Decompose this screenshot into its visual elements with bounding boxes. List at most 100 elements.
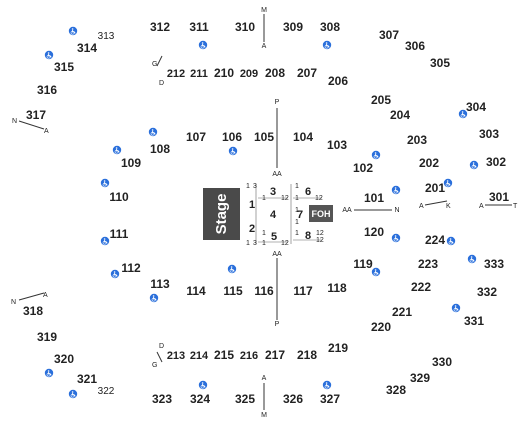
row-label: 1 — [295, 230, 299, 237]
wheelchair-icon — [446, 236, 456, 246]
section-331[interactable]: 331 — [464, 314, 484, 328]
section-303[interactable]: 303 — [479, 127, 499, 141]
floor-section[interactable]: 8 — [305, 230, 311, 242]
section-301[interactable]: 301 — [489, 190, 509, 204]
section-223[interactable]: 223 — [418, 257, 438, 271]
section-310[interactable]: 310 — [235, 20, 255, 34]
section-319[interactable]: 319 — [37, 330, 57, 344]
section-330[interactable]: 330 — [432, 355, 452, 369]
section-329[interactable]: 329 — [410, 371, 430, 385]
section-318[interactable]: 318 — [23, 304, 43, 318]
section-326[interactable]: 326 — [283, 392, 303, 406]
floor-section[interactable]: 1 — [249, 199, 255, 211]
section-101[interactable]: 101 — [364, 191, 384, 205]
section-111[interactable]: 111 — [110, 227, 129, 241]
section-108[interactable]: 108 — [150, 142, 170, 156]
section-119[interactable]: 119 — [353, 257, 373, 271]
wheelchair-icon — [198, 40, 208, 50]
section-107[interactable]: 107 — [186, 130, 206, 144]
section-104[interactable]: 104 — [293, 130, 313, 144]
section-312[interactable]: 312 — [150, 20, 170, 34]
section-208[interactable]: 208 — [265, 66, 285, 80]
section-215[interactable]: 215 — [214, 348, 234, 362]
wheelchair-icon — [371, 150, 381, 160]
section-203[interactable]: 203 — [407, 133, 427, 147]
section-305[interactable]: 305 — [430, 56, 450, 70]
section-216[interactable]: 216 — [240, 350, 258, 362]
aisle-t-301: T — [513, 203, 518, 210]
section-106[interactable]: 106 — [222, 130, 242, 144]
section-210[interactable]: 210 — [214, 66, 234, 80]
section-302[interactable]: 302 — [486, 155, 506, 169]
foh-label: FOH — [312, 209, 331, 219]
floor-section[interactable]: 4 — [270, 209, 277, 221]
section-209[interactable]: 209 — [240, 68, 258, 80]
section-113[interactable]: 113 — [150, 277, 170, 291]
section-222[interactable]: 222 — [411, 280, 431, 294]
floor-section[interactable]: 3 — [270, 186, 276, 198]
floor-section[interactable]: 7 — [297, 209, 303, 221]
section-204[interactable]: 204 — [390, 108, 410, 122]
section-206[interactable]: 206 — [328, 74, 348, 88]
row-label: 1 — [246, 240, 250, 247]
section-217[interactable]: 217 — [265, 348, 285, 362]
aisle-g-left-top: G — [152, 61, 157, 68]
section-110[interactable]: 110 — [109, 190, 129, 204]
section-105[interactable]: 105 — [254, 130, 274, 144]
section-218[interactable]: 218 — [297, 348, 317, 362]
section-115[interactable]: 115 — [223, 284, 243, 298]
section-109[interactable]: 109 — [121, 156, 141, 170]
section-333[interactable]: 333 — [484, 257, 504, 271]
section-214[interactable]: 214 — [190, 350, 209, 362]
wheelchair-icon — [227, 264, 237, 274]
aisle-k-201: K — [446, 203, 451, 210]
section-323[interactable]: 323 — [152, 392, 172, 406]
aisle-n-left-bottom: N — [11, 299, 16, 306]
section-220[interactable]: 220 — [371, 320, 391, 334]
section-117[interactable]: 117 — [293, 284, 313, 298]
section-321[interactable]: 321 — [77, 372, 97, 386]
section-205[interactable]: 205 — [371, 93, 391, 107]
section-207[interactable]: 207 — [297, 66, 317, 80]
section-102[interactable]: 102 — [353, 161, 373, 175]
section-308[interactable]: 308 — [320, 20, 340, 34]
section-316[interactable]: 316 — [37, 83, 57, 97]
section-325[interactable]: 325 — [235, 392, 255, 406]
section-211[interactable]: 211 — [190, 68, 208, 80]
section-120[interactable]: 120 — [364, 225, 384, 239]
section-327[interactable]: 327 — [320, 392, 340, 406]
section-224[interactable]: 224 — [425, 233, 445, 247]
section-307[interactable]: 307 — [379, 28, 399, 42]
section-304[interactable]: 304 — [466, 100, 486, 114]
wheelchair-icon — [391, 185, 401, 195]
section-221[interactable]: 221 — [392, 305, 412, 319]
section-112[interactable]: 112 — [121, 261, 141, 275]
section-213[interactable]: 213 — [167, 350, 185, 362]
section-322[interactable]: 322 — [98, 386, 115, 397]
section-212[interactable]: 212 — [167, 68, 185, 80]
section-315[interactable]: 315 — [54, 60, 74, 74]
section-309[interactable]: 309 — [283, 20, 303, 34]
stage[interactable]: Stage — [203, 188, 240, 240]
floor-section[interactable]: 6 — [305, 186, 311, 198]
section-103[interactable]: 103 — [327, 138, 347, 152]
section-219[interactable]: 219 — [328, 341, 348, 355]
section-306[interactable]: 306 — [405, 39, 425, 53]
section-324[interactable]: 324 — [190, 392, 210, 406]
section-332[interactable]: 332 — [477, 285, 497, 299]
stage-block[interactable] — [203, 188, 240, 240]
section-313[interactable]: 313 — [98, 31, 115, 42]
section-202[interactable]: 202 — [419, 156, 439, 170]
section-311[interactable]: 311 — [189, 20, 209, 34]
section-328[interactable]: 328 — [386, 383, 406, 397]
section-118[interactable]: 118 — [327, 281, 347, 295]
section-317[interactable]: 317 — [26, 108, 46, 122]
row-label: 1 — [246, 183, 250, 190]
section-201[interactable]: 201 — [425, 181, 445, 195]
section-320[interactable]: 320 — [54, 352, 74, 366]
section-114[interactable]: 114 — [186, 284, 206, 298]
floor-section[interactable]: 5 — [271, 231, 277, 243]
section-116[interactable]: 116 — [254, 284, 274, 298]
section-314[interactable]: 314 — [77, 41, 97, 55]
floor-section[interactable]: 2 — [249, 223, 255, 235]
